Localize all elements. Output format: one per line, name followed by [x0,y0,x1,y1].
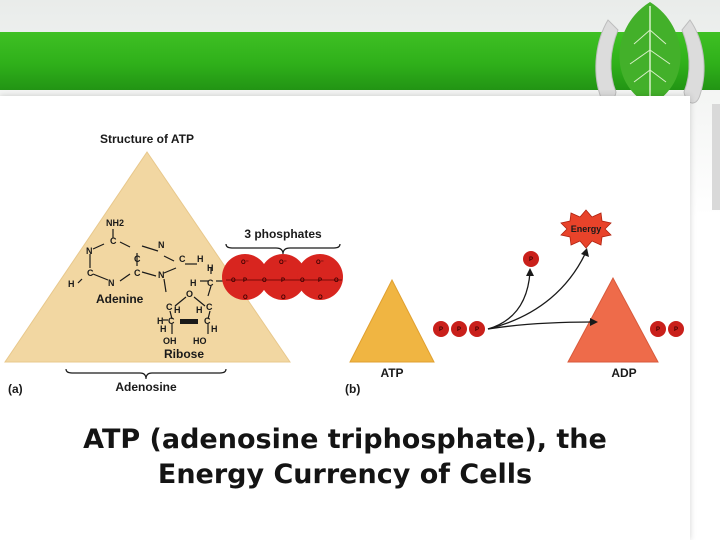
atom-h: H [197,254,204,264]
panel-a-label: (a) [8,382,23,396]
arrow-heads [526,248,598,326]
atom-h: H [68,279,75,289]
adenine-label: Adenine [96,292,144,306]
atom-o: O [300,278,305,284]
atom-h: H [190,278,197,288]
atom-c: C [204,316,211,326]
content-card: Structure of ATP [0,96,690,540]
atom-c: C [179,254,186,264]
ribose-label: Ribose [164,347,204,361]
atom-c: C [168,316,175,326]
atom-o: O [262,278,267,284]
atom-h: H [174,305,181,315]
atom-nh2: NH2 [106,218,124,228]
atp-diagram: Structure of ATP [4,132,684,396]
energy-label: Energy [571,224,602,234]
atom-o: O [281,295,286,301]
phosphate-symbol: P [457,327,461,333]
atom-h: H [207,263,214,273]
atom-o-minus: O⁻ [316,260,324,266]
phosphate-symbol: P [656,327,660,333]
phosphate-symbol: P [529,257,533,263]
released-phosphate [523,251,539,267]
title-line-2: Energy Currency of Cells [157,459,533,490]
atom-o: O [334,278,339,284]
title-line-1: ATP (adenosine triphosphate), the [83,424,607,455]
atom-o: O [186,289,193,299]
left-hand [595,19,619,104]
atom-n: N [158,240,165,250]
atp-triangle [349,278,435,363]
atom-ho: HO [193,336,207,346]
adenine-bonds [77,229,226,334]
atom-o: O [231,278,236,284]
right-hand [681,19,705,104]
atom-c: C [206,302,213,312]
atom-c: C [87,268,94,278]
atom-p: P [243,278,247,284]
adenosine-label: Adenosine [115,380,177,394]
atom-n: N [108,278,115,288]
atom-o-minus: O⁻ [241,260,249,266]
ribose-bold-bond [180,319,198,324]
atom-h: H [157,316,164,326]
structure-heading: Structure of ATP [100,132,194,146]
adenosine-triangle [4,151,291,363]
phosphate-symbol: P [674,327,678,333]
atom-o: O [318,295,323,301]
atom-n: N [86,246,93,256]
phosphates-label: 3 phosphates [244,227,322,241]
adp-phosphates: P P [650,321,684,337]
atom-o: O [243,295,248,301]
adenosine-bracket [65,368,227,380]
atom-c: C [166,302,173,312]
phosphate-group: O⁻ O⁻ O⁻ P P P O O O O O O O [222,254,343,301]
atom-oh: OH [163,336,177,346]
slide-title: ATP (adenosine triphosphate), the Energy… [0,422,690,492]
atom-p: P [318,278,322,284]
atom-o-minus: O⁻ [279,260,287,266]
atp-phosphates: P P P [433,321,485,337]
adenine-atoms: NH2 C N N C C H C H C N N H H C O C C H … [68,218,218,346]
phosphate-symbol: P [439,327,443,333]
atom-c: C [134,268,141,278]
atom-c: C [134,254,141,264]
atom-h: H [196,305,203,315]
adp-label: ADP [611,366,636,380]
reaction-arrows [487,251,593,330]
atom-p: P [281,278,285,284]
atp-label: ATP [380,366,403,380]
atom-c: C [110,236,117,246]
atom-c: C [207,278,214,288]
atom-h: H [160,324,167,334]
atom-h: H [211,324,218,334]
adp-triangle [567,276,659,363]
atom-n: N [158,270,165,280]
phosphates-bracket [225,243,341,255]
energy-burst [560,209,612,249]
panel-b-label: (b) [345,382,360,396]
phosphate-symbol: P [475,327,479,333]
